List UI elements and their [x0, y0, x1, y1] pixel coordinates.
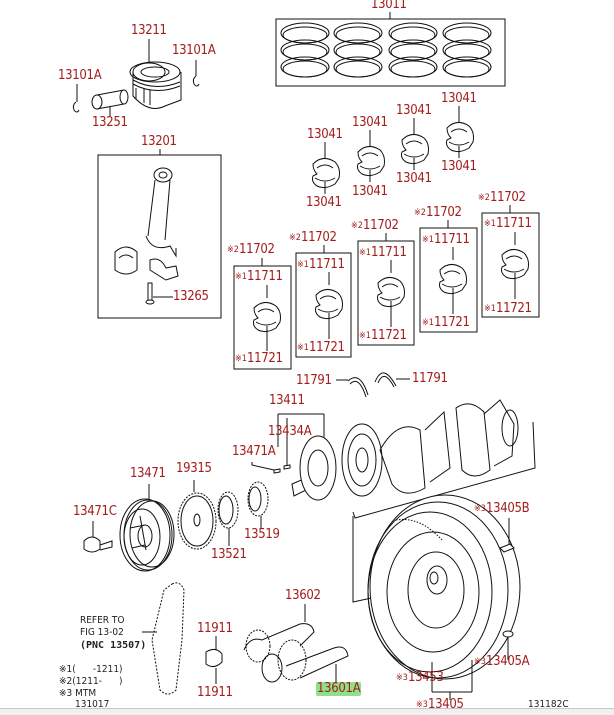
- snap-ring-left-drawing[interactable]: [72, 84, 80, 113]
- piston-pin-drawing[interactable]: [91, 89, 129, 116]
- balance-shaft-bearing-drawing[interactable]: [205, 636, 223, 684]
- callout-13434a[interactable]: 13434A: [268, 424, 312, 439]
- timing-chain-drawing[interactable]: [142, 582, 185, 695]
- balance-shaft-drawing[interactable]: [243, 604, 349, 684]
- thrust-washer-left-drawing[interactable]: [336, 377, 369, 398]
- crank-sprocket-drawing[interactable]: [247, 481, 269, 528]
- callout-13471a[interactable]: 13471A: [232, 444, 276, 459]
- callout-13041[interactable]: 13041: [441, 91, 477, 106]
- conrod-bearing-drawing[interactable]: [312, 142, 340, 194]
- conrod-bearing-drawing[interactable]: [401, 118, 429, 170]
- figure-id: 131182C: [528, 699, 569, 710]
- flywheel-bolt-drawing[interactable]: [499, 518, 515, 553]
- callout-11911-bottom[interactable]: 11911: [197, 685, 233, 700]
- callout-13011[interactable]: 13011: [371, 0, 407, 12]
- callout-19315[interactable]: 19315: [176, 461, 212, 476]
- legend-item-3: ※3 MTM: [59, 688, 97, 699]
- callout-13251[interactable]: 13251: [92, 115, 128, 130]
- ring-set-drawing[interactable]: [275, 12, 506, 87]
- callout-11721[interactable]: ※111721: [359, 328, 407, 343]
- piston-ring-stack: [333, 22, 383, 78]
- callout-13471[interactable]: 13471: [130, 466, 166, 481]
- callout-11711[interactable]: ※111711: [484, 216, 532, 231]
- callout-11702[interactable]: ※211702: [227, 242, 275, 257]
- callout-13602[interactable]: 13602: [285, 588, 321, 603]
- piston-drawing[interactable]: [129, 39, 182, 109]
- piston-ring-stack: [280, 22, 330, 78]
- callout-13265[interactable]: 13265: [173, 289, 209, 304]
- callout-11702[interactable]: ※211702: [478, 190, 526, 205]
- callout-11711[interactable]: ※111711: [422, 232, 470, 247]
- conrod-bearing-drawing[interactable]: [446, 106, 474, 158]
- crankshaft-drawing[interactable]: [277, 399, 536, 519]
- callout-11721[interactable]: ※111721: [235, 351, 283, 366]
- flywheel-drawing[interactable]: [352, 494, 521, 700]
- callout-11711[interactable]: ※111711: [235, 269, 283, 284]
- legend-code: 131017: [75, 699, 110, 710]
- snap-ring-right-drawing[interactable]: [192, 60, 200, 87]
- callout-13453[interactable]: ※313453: [396, 670, 444, 685]
- callout-13041[interactable]: 13041: [441, 159, 477, 174]
- callout-11721[interactable]: ※111721: [484, 301, 532, 316]
- callout-13041[interactable]: 13041: [396, 103, 432, 118]
- callout-11702[interactable]: ※211702: [289, 230, 337, 245]
- piston-ring-stack: [388, 22, 438, 78]
- legend-item-1: ※1( -1211): [59, 664, 123, 675]
- callout-13405b[interactable]: ※313405B: [474, 501, 530, 516]
- callout-13101a-left[interactable]: 13101A: [58, 68, 102, 83]
- pulley-drawing[interactable]: [119, 484, 175, 572]
- callout-13041[interactable]: 13041: [352, 115, 388, 130]
- refer-note-line3: (PNC 13507): [80, 640, 147, 651]
- main-bearing-set-drawing[interactable]: [233, 258, 292, 370]
- callout-11702[interactable]: ※211702: [351, 218, 399, 233]
- bottom-scrollbar-track[interactable]: [0, 708, 614, 715]
- callout-11721[interactable]: ※111721: [422, 315, 470, 330]
- pulley-bolt-drawing[interactable]: [83, 521, 113, 553]
- timing-rotor-drawing[interactable]: [177, 480, 217, 550]
- callout-11711[interactable]: ※111711: [297, 257, 345, 272]
- callout-13519[interactable]: 13519: [244, 527, 280, 542]
- callout-11721[interactable]: ※111721: [297, 340, 345, 355]
- callout-13405a[interactable]: ※313405A: [474, 654, 530, 669]
- refer-note-line1: REFER TO: [80, 615, 125, 626]
- callout-13041[interactable]: 13041: [352, 184, 388, 199]
- main-bearing-set-drawing[interactable]: [357, 233, 415, 346]
- callout-13101a-right[interactable]: 13101A: [172, 43, 216, 58]
- thrust-washer-right-drawing[interactable]: [374, 372, 410, 388]
- callout-11911-top[interactable]: 11911: [197, 621, 233, 636]
- piston-ring-stack: [442, 22, 492, 78]
- callout-11711[interactable]: ※111711: [359, 245, 407, 260]
- callout-11791-left[interactable]: 11791: [296, 373, 332, 388]
- legend-item-2: ※2(1211- ): [59, 676, 123, 687]
- callout-13601a-highlighted[interactable]: 13601A: [316, 681, 362, 696]
- callout-13041[interactable]: 13041: [306, 195, 342, 210]
- callout-11702[interactable]: ※211702: [414, 205, 462, 220]
- callout-13041[interactable]: 13041: [396, 171, 432, 186]
- callout-13041[interactable]: 13041: [307, 127, 343, 142]
- callout-13211[interactable]: 13211: [131, 23, 167, 38]
- conrod-bearing-drawing[interactable]: [357, 130, 385, 182]
- callout-11791-right[interactable]: 11791: [412, 371, 448, 386]
- main-bearing-set-drawing[interactable]: [481, 205, 540, 318]
- conrod-drawing[interactable]: [97, 149, 222, 319]
- refer-note-line2: FIG 13-02: [80, 627, 124, 638]
- flywheel-pin-drawing[interactable]: [502, 630, 514, 660]
- callout-13521[interactable]: 13521: [211, 547, 247, 562]
- callout-13201[interactable]: 13201: [141, 134, 177, 149]
- main-bearing-set-drawing[interactable]: [419, 220, 478, 333]
- callout-13471c[interactable]: 13471C: [73, 504, 117, 519]
- crank-key-drawing[interactable]: [251, 446, 291, 474]
- callout-13411[interactable]: 13411: [269, 393, 305, 408]
- crank-gear-drawing[interactable]: [217, 491, 239, 546]
- main-bearing-set-drawing[interactable]: [295, 245, 352, 358]
